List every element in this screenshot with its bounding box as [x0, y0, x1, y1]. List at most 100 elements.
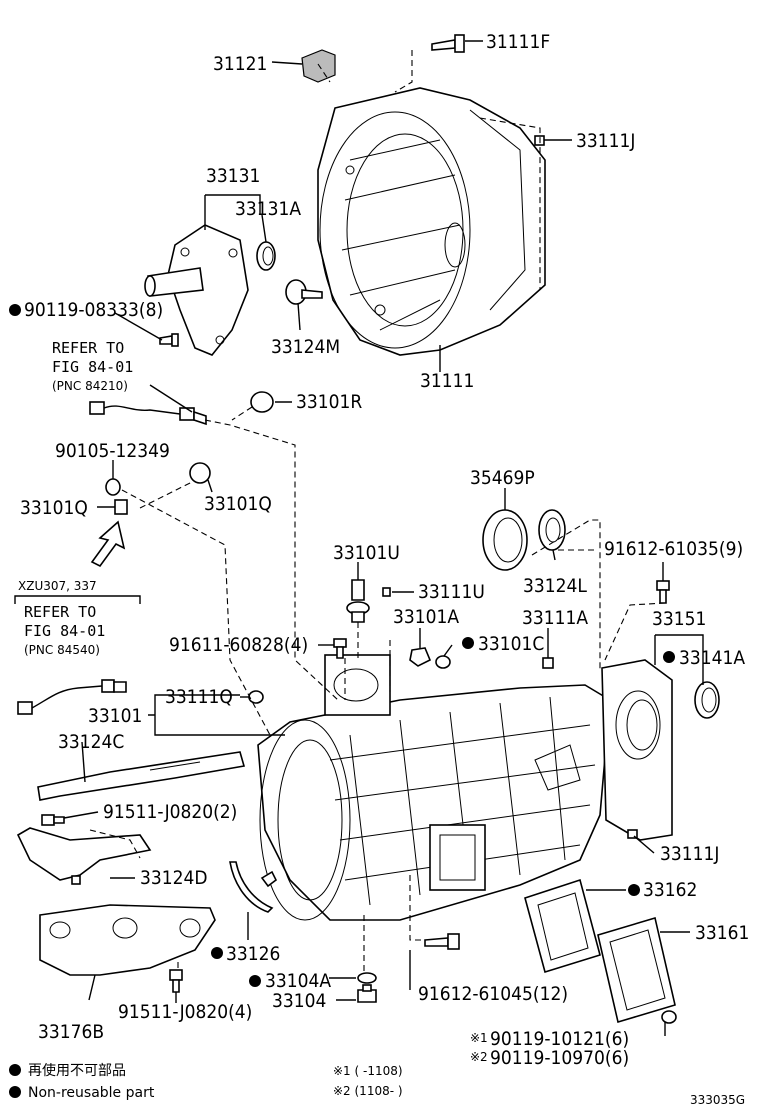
- oil-seal-33141A-drawing: [694, 681, 720, 719]
- model-text: XZU307, 337: [18, 579, 97, 593]
- pin-33111J-bottom-drawing: [627, 829, 638, 839]
- ref1-line2: FIG 84-01: [52, 358, 133, 376]
- label-90105-12349: 90105-12349: [55, 440, 170, 462]
- label-31111F: 31111F: [486, 31, 550, 53]
- label-33101A: 33101A: [393, 606, 459, 628]
- label-33101U: 33101U: [333, 542, 400, 564]
- label-33104A: 33104A: [265, 970, 331, 992]
- screw-90119-10121-drawing: [661, 1010, 677, 1024]
- figure-id: 333035G: [690, 1093, 745, 1107]
- label-91612-61035: 91612-61035(9): [604, 538, 743, 560]
- label-33111J-bottom: 33111J: [660, 843, 719, 865]
- label-33124D: 33124D: [140, 867, 208, 889]
- label-91511-J0820-2: 91511-J0820(2): [103, 801, 237, 823]
- legend-en: Non-reusable part: [28, 1085, 155, 1101]
- ref1-line3: (PNC 84210): [52, 379, 128, 393]
- refer-arrow: [90, 520, 126, 568]
- label-33104: 33104: [272, 990, 326, 1012]
- gasket-33101C-drawing: [435, 655, 451, 669]
- switch-wire-lower-drawing: [17, 679, 127, 715]
- bolt-90105-12349-drawing: [105, 478, 121, 496]
- ref1-line1: REFER TO: [52, 339, 124, 357]
- switch-wire-top-drawing: [89, 401, 207, 426]
- label-33111Q: 33111Q: [165, 686, 233, 708]
- legend-bullet-en: [9, 1086, 21, 1098]
- label-33101C: 33101C: [478, 633, 544, 655]
- pin-33111Q-drawing: [248, 690, 264, 704]
- bolt-91511-J0820-4-drawing: [169, 969, 183, 993]
- bolt-91612-61045-drawing: [424, 933, 460, 950]
- seal-35469P-drawing: [482, 509, 528, 571]
- bolt-90119-08333-drawing: [159, 333, 179, 347]
- seal-33126-drawing: [229, 861, 278, 913]
- clutch-housing-drawing: [317, 87, 546, 356]
- ref2-line1: REFER TO: [24, 603, 96, 621]
- label-91612-61045: 91612-61045(12): [418, 983, 568, 1005]
- label-33124C: 33124C: [58, 731, 124, 753]
- bolt-91511-J0820-2-drawing: [41, 814, 65, 826]
- plug-33104-drawing: [357, 984, 377, 1003]
- bolt-91612-61035-drawing: [656, 580, 670, 604]
- label-33101: 33101: [88, 705, 142, 727]
- transmission-case-drawing: [257, 654, 611, 921]
- plug-33101Q-right-drawing: [189, 462, 211, 484]
- gasket-33162-drawing: [524, 878, 601, 974]
- note-1: ※1 ( -1108): [333, 1064, 403, 1078]
- label-90119-08333: 90119-08333(8): [24, 299, 163, 321]
- label-91511-J0820-4: 91511-J0820(4): [118, 1001, 252, 1023]
- reference-notes: REFER TO FIG 84-01 (PNC 84210) XZU307, 3…: [18, 339, 133, 657]
- oil-seal-33131A-drawing: [256, 241, 276, 271]
- bearing-retainer-drawing: [144, 224, 249, 356]
- footer: ※1 ( -1108) ※2 (1108- ) 再使用不可部品 Non-reus…: [9, 1062, 745, 1107]
- label-90119-10970: 90119-10970(6): [490, 1047, 629, 1069]
- dashed-lines: [89, 50, 666, 975]
- under-cover-33176B-drawing: [39, 904, 216, 976]
- label-31121: 31121: [213, 53, 267, 75]
- label-33111J-top: 33111J: [576, 130, 635, 152]
- legend-bullet-jp: [9, 1064, 21, 1076]
- label-33176B: 33176B: [38, 1021, 104, 1043]
- mark-2: ※2: [470, 1050, 488, 1064]
- plug-33101R-drawing: [250, 391, 274, 413]
- plug-33101Q-left-drawing: [114, 499, 128, 515]
- cover-33161-drawing: [597, 916, 676, 1024]
- label-90119-10121: 90119-10121(6): [490, 1028, 629, 1050]
- label-33126: 33126: [226, 943, 280, 965]
- label-33101R: 33101R: [296, 391, 362, 413]
- label-33101Q-left: 33101Q: [20, 497, 88, 519]
- nut-33101A-drawing: [409, 647, 432, 667]
- legend-jp: 再使用不可部品: [28, 1062, 126, 1079]
- cap-31121-drawing: [301, 49, 336, 83]
- mark-1: ※1: [470, 1031, 488, 1045]
- ref2-line3: (PNC 84540): [24, 643, 100, 657]
- bolt-31111F-drawing: [431, 34, 465, 53]
- leader-lines: [63, 40, 704, 1036]
- label-33162: 33162: [643, 879, 697, 901]
- bracket-33124D-drawing: [16, 827, 152, 885]
- pin-33111U-drawing: [382, 587, 391, 597]
- label-35469P: 35469P: [470, 467, 535, 489]
- ref2-line2: FIG 84-01: [24, 622, 105, 640]
- model-bracket: [14, 595, 141, 604]
- part-labels: 31111F 31121 33111J 33131 33131A 90119-0…: [20, 31, 749, 1069]
- bolt-91611-60828-drawing: [333, 638, 347, 659]
- non-reusable-markers: [9, 304, 675, 987]
- label-91611-60828: 91611-60828(4): [169, 634, 308, 656]
- label-33101Q-right: 33101Q: [204, 493, 272, 515]
- gasket-33124L-drawing: [538, 509, 566, 551]
- label-33131: 33131: [206, 165, 260, 187]
- gasket-33104A-drawing: [357, 972, 377, 984]
- note-2: ※2 (1108- ): [333, 1084, 403, 1098]
- label-33161: 33161: [695, 922, 749, 944]
- part-33124M-drawing: [285, 279, 323, 305]
- cover-33124C-drawing: [37, 751, 246, 801]
- label-31111: 31111: [420, 370, 474, 392]
- pin-33111A-drawing: [542, 657, 554, 669]
- label-33131A: 33131A: [235, 198, 301, 220]
- breather-33101U-drawing: [346, 579, 370, 623]
- label-33141A: 33141A: [679, 647, 745, 669]
- label-33124L: 33124L: [523, 575, 587, 597]
- label-33124M: 33124M: [271, 336, 340, 358]
- label-33151: 33151: [652, 608, 706, 630]
